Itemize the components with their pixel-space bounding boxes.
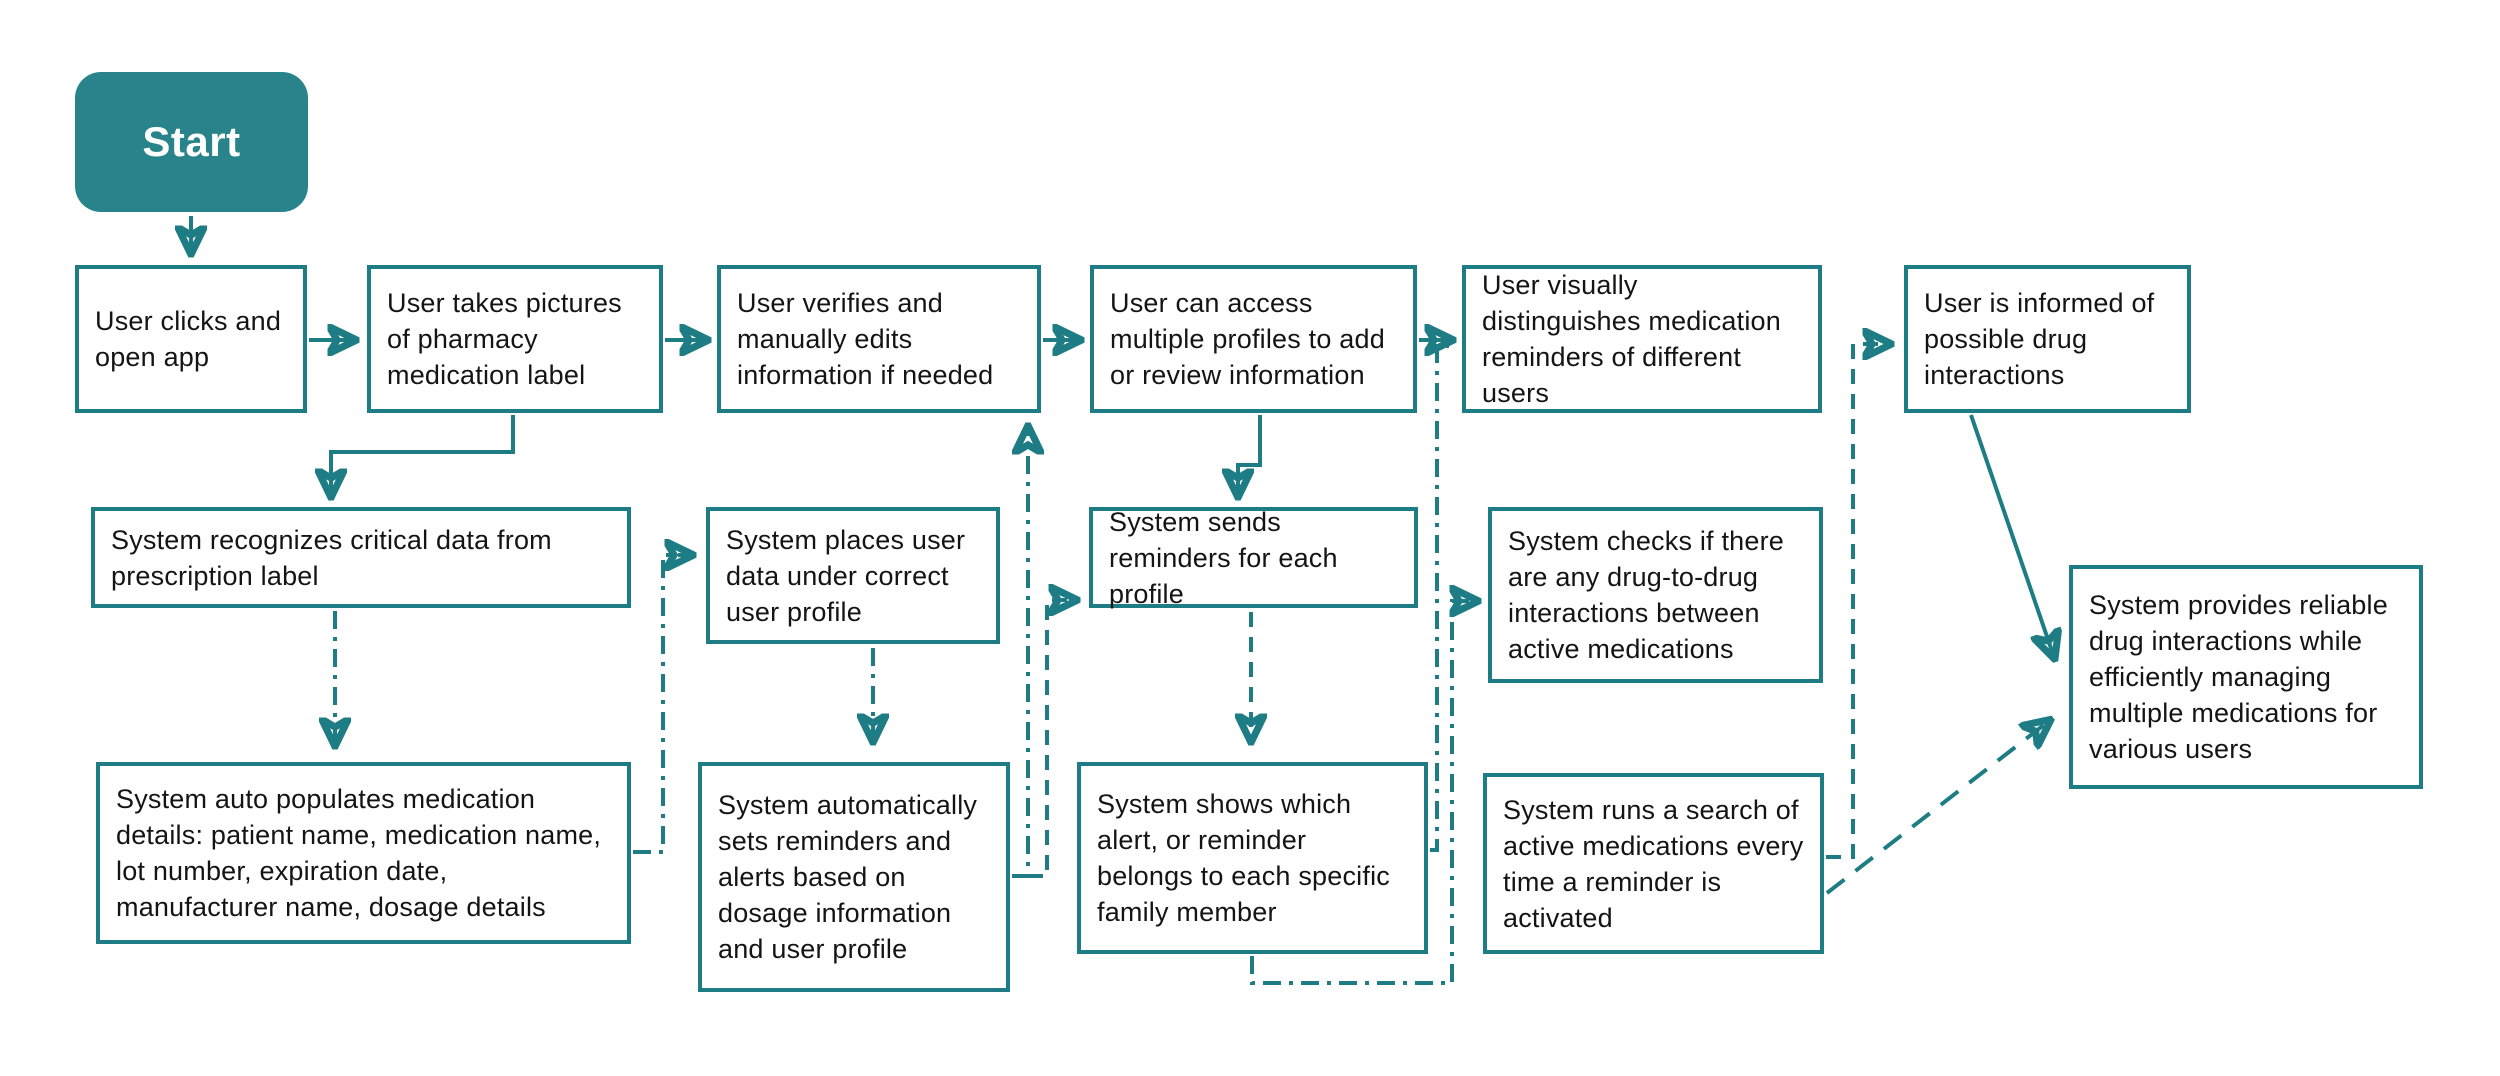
node-system-runs-search: System runs a search of active medicatio… [1483,773,1824,954]
node-text: User takes pictures of pharmacy medicati… [387,288,622,390]
arrow-runs-search-to-user-informed [1826,344,1889,859]
node-system-places-data: System places user data under correct us… [706,507,1000,644]
node-text: System sends reminders for each profile [1109,506,1338,609]
node-text: System places user data under correct us… [726,524,966,627]
node-text: System auto populates medication details… [116,784,602,922]
arrow-shows-alert-to-system-checks [1250,601,1476,985]
arrow-user-informed-to-system-provides [1969,414,2054,657]
node-text: User visually distinguishes medication r… [1482,270,1781,408]
node-text: System shows which alert, or reminder be… [1097,789,1390,927]
start-node: Start [75,72,308,212]
node-text: User can access multiple profiles to add… [1110,288,1385,390]
node-text: User verifies and manually edits informa… [737,288,994,390]
node-user-verifies-edits: User verifies and manually edits informa… [717,265,1041,413]
arrow-runs-search-to-system-provides [1825,721,2049,895]
arrow-takes-pictures-to-system-recognizes [331,415,515,495]
node-system-auto-populates: System auto populates medication details… [96,762,631,944]
node-text: User is informed of possible drug intera… [1924,288,2155,390]
node-text: User clicks and open app [95,306,282,372]
arrow-sets-reminders-to-user-verifies [1012,428,1028,878]
line-shows-alert-to-user-distinguishes [1430,344,1449,852]
node-user-takes-pictures: User takes pictures of pharmacy medicati… [367,265,663,413]
arrow-auto-populates-to-system-places [633,555,691,854]
node-system-provides-reliable: System provides reliable drug interactio… [2069,565,2423,789]
node-system-checks-interactions: System checks if there are any drug-to-d… [1488,507,1823,683]
node-user-informed-interactions: User is informed of possible drug intera… [1904,265,2191,413]
node-user-clicks-open-app: User clicks and open app [75,265,307,413]
node-system-sends-reminders: System sends reminders for each profile [1089,507,1418,609]
node-system-sets-reminders: System automatically sets reminders and … [698,762,1010,992]
node-text: System recognizes critical data from pre… [111,524,552,591]
node-text: System automatically sets reminders and … [718,790,978,964]
node-text: System provides reliable drug interactio… [2089,590,2388,764]
arrow-sets-reminders-to-system-sends [1028,600,1075,878]
node-system-recognizes-data: System recognizes critical data from pre… [91,507,631,608]
node-text: System checks if there are any drug-to-d… [1508,526,1784,664]
node-system-shows-alert-owner: System shows which alert, or reminder be… [1077,762,1428,954]
node-text: System runs a search of active medicatio… [1503,794,1804,933]
node-user-access-profiles: User can access multiple profiles to add… [1090,265,1417,413]
node-user-distinguishes-reminders: User visually distinguishes medication r… [1462,265,1822,413]
arrow-access-profiles-to-system-sends-reminders [1238,415,1262,495]
start-label: Start [142,118,241,165]
